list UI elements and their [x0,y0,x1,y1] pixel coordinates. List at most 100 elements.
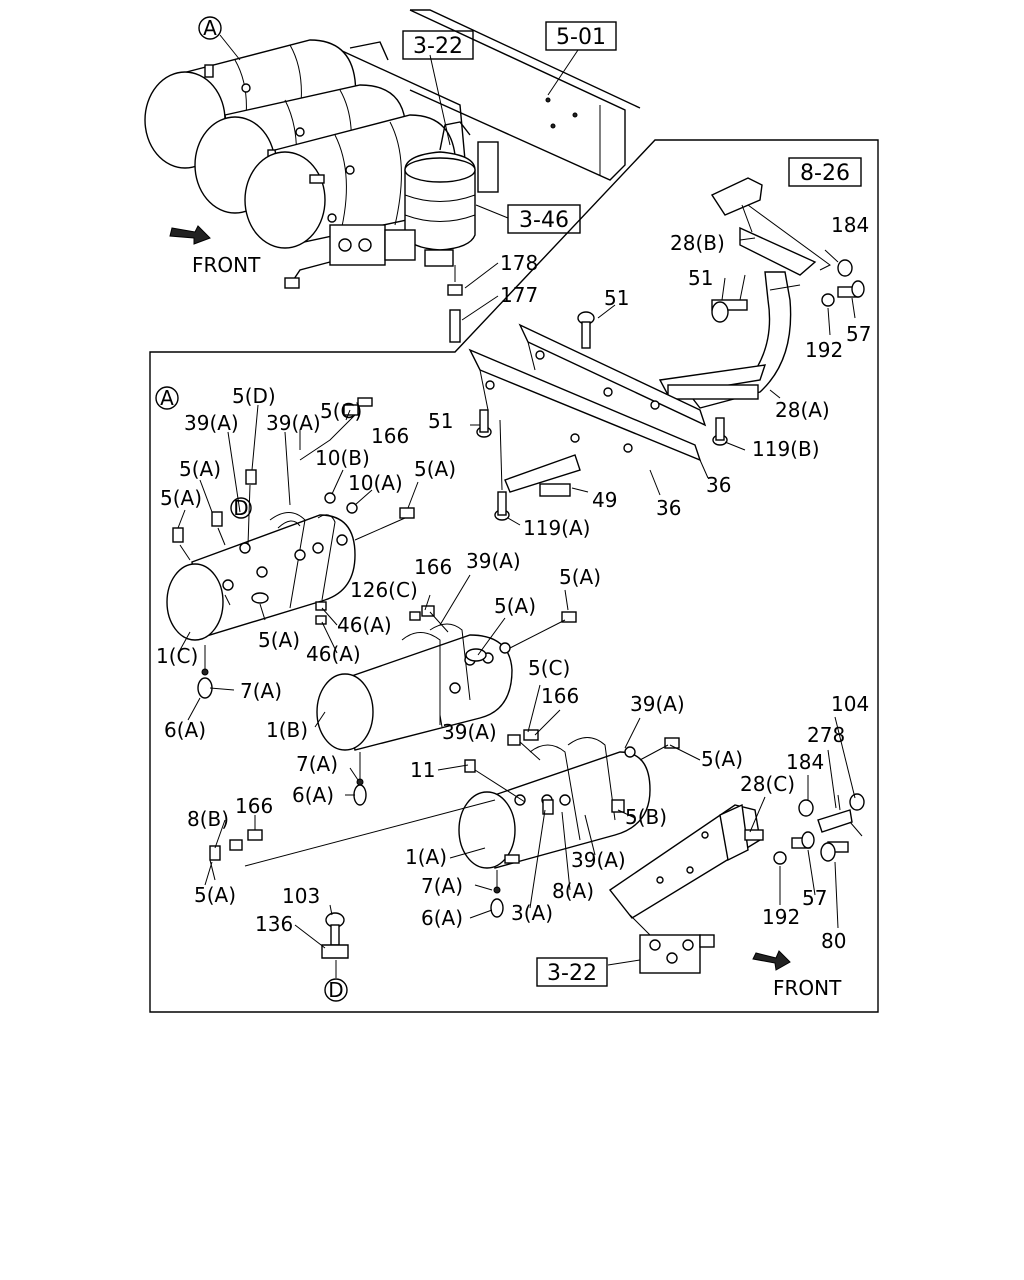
callout-39a-3: 39(A) [466,549,521,573]
callout-51-mid: 51 [604,286,629,310]
callout-177: 177 [500,283,538,307]
ref-3-22-top: 3-22 [413,34,463,59]
callout-6a-1: 6(A) [164,718,206,742]
callout-166-low: 166 [541,684,579,708]
callout-184-low: 184 [786,750,824,774]
callout-166-left: 166 [235,794,273,818]
callout-39a-6: 39(A) [571,848,626,872]
callout-178: 178 [500,251,538,275]
leader-lines [177,237,856,966]
air-tank-1c [166,512,356,641]
marker-a-detail: A [160,386,174,410]
ref-3-46: 3-46 [519,208,569,233]
washer-192-low [773,851,787,865]
bolt-119b [712,417,728,446]
callout-5a-2: 5(A) [414,457,456,481]
ref-3-22-bottom: 3-22 [547,961,597,986]
callout-28a: 28(A) [775,398,830,422]
air-lines [179,414,669,978]
callout-166-mid: 166 [414,555,452,579]
air-tank-1b [316,623,513,751]
callout-104: 104 [831,692,869,716]
washer-192-top [821,293,835,307]
bolt-51-left [476,409,492,438]
callout-5c-top: 5(C) [320,399,362,423]
callout-10a: 10(A) [348,471,403,495]
callout-46a-1: 46(A) [337,613,392,637]
callout-36-a: 36 [706,473,731,497]
callout-5d: 5(D) [232,384,276,408]
callout-103: 103 [282,884,320,908]
callout-51-left: 51 [428,409,453,433]
bolt-57-top [837,280,865,298]
frame-rail [409,9,641,181]
callout-6a-3: 6(A) [421,906,463,930]
callout-3a: 3(A) [511,901,553,925]
callout-5c-mid: 5(C) [528,656,570,680]
ref-5-01: 5-01 [556,25,606,50]
callout-119a: 119(A) [523,516,590,540]
air-dryer [404,121,499,267]
callout-119b: 119(B) [752,437,820,461]
callout-11: 11 [410,758,435,782]
callout-7a-2: 7(A) [296,752,338,776]
bolt-51-mid [577,311,595,349]
marker-d-lower: D [328,978,343,1002]
front-label-top: FRONT [192,253,261,277]
callout-5a-4: 5(A) [258,628,300,652]
callout-51-top: 51 [688,266,713,290]
callout-39a-2: 39(A) [266,411,321,435]
bolt-80 [820,841,849,862]
bolt-51-top [711,299,748,323]
nut-104 [849,793,865,811]
part-177 [449,309,461,343]
callout-8b: 8(B) [187,807,229,831]
callout-5a-8: 5(A) [194,883,236,907]
callout-5a-6: 5(A) [494,594,536,618]
callout-7a-3: 7(A) [421,874,463,898]
callout-8a: 8(A) [552,879,594,903]
top-assembly [144,9,641,343]
air-tank-1a [458,737,651,869]
marker-d-upper: D [233,496,248,520]
callout-28c: 28(C) [740,772,795,796]
callout-192-low: 192 [762,905,800,929]
bolt-57-low [791,831,815,849]
callout-1a: 1(A) [405,845,447,869]
bracket-assembly [468,177,865,521]
callout-278: 278 [807,723,845,747]
bolt-119a [494,491,510,521]
callout-46a-2: 46(A) [306,642,361,666]
callout-39a-5: 39(A) [630,692,685,716]
callout-166-top: 166 [371,424,409,448]
nut-184-low [798,799,814,817]
callout-5a-1: 5(A) [179,457,221,481]
callout-10b: 10(B) [315,446,370,470]
valve-block-bottom [629,914,715,974]
ref-8-26: 8-26 [800,161,850,186]
callout-39a-4: 39(A) [442,720,497,744]
callout-6a-2: 6(A) [292,783,334,807]
callout-80: 80 [821,929,846,953]
callout-5b: 5(B) [625,805,667,829]
callout-126c: 126(C) [350,578,418,602]
callout-5a-5: 5(A) [559,565,601,589]
front-arrow-bottom [752,950,791,971]
callout-7a-1: 7(A) [240,679,282,703]
marker-a-top: A [203,16,217,40]
callout-184-top: 184 [831,213,869,237]
front-label-bottom: FRONT [773,976,842,1000]
front-arrow-top [169,225,211,245]
callout-57-low: 57 [802,886,827,910]
callout-36-b: 36 [656,496,681,520]
callout-1b: 1(B) [266,718,308,742]
callout-39a-1: 39(A) [184,411,239,435]
nut-184-top [837,259,853,277]
callout-28b: 28(B) [670,231,725,255]
callout-49: 49 [592,488,617,512]
callout-1c: 1(C) [156,644,198,668]
callout-136: 136 [255,912,293,936]
callout-57-top: 57 [846,322,871,346]
valve-block-top [284,224,416,289]
